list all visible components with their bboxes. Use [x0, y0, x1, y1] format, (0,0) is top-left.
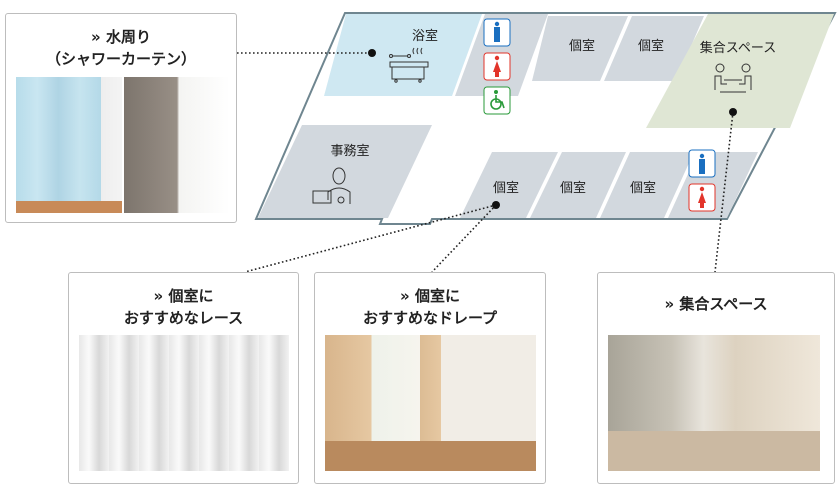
male-restroom-icon: [483, 18, 511, 47]
accessible-restroom-icon: [483, 86, 511, 115]
card-title: » 個室に: [400, 287, 460, 305]
bathtub-icon: [389, 47, 429, 83]
lounge-label: 集合スペース: [700, 40, 776, 56]
bath-area: [324, 14, 482, 96]
female-restroom-icon: [688, 183, 716, 212]
room-label: 個室: [630, 180, 656, 196]
private-room-area: [532, 16, 628, 81]
bath-label: 浴室: [412, 28, 438, 44]
lounge-photo: [608, 335, 820, 471]
room-label: 個室: [638, 38, 664, 54]
lace-card[interactable]: » 個室に おすすめなレース: [68, 272, 299, 484]
card-subtitle: おすすめなレース: [123, 309, 244, 327]
card-subtitle: おすすめなドレープ: [362, 309, 498, 327]
meeting-icon: [714, 63, 752, 93]
lounge-card[interactable]: » 集合スペース: [597, 272, 835, 484]
private-room-area: [600, 152, 694, 218]
lace-curtain-photo: [79, 335, 289, 471]
room-marker: [492, 201, 500, 209]
drape-card[interactable]: » 個室に おすすめなドレープ: [314, 272, 546, 484]
private-room-area: [604, 16, 704, 81]
office-worker-icon: [312, 167, 351, 204]
callout-lines: [237, 52, 734, 273]
office-area: [258, 125, 432, 218]
male-restroom-icon: [688, 149, 716, 178]
private-room-area: [530, 152, 626, 218]
card-title: » 水周り: [91, 28, 151, 46]
shower-curtain-photo: [16, 77, 122, 213]
water-curtain-card[interactable]: » 水周り （シャワーカーテン）: [5, 13, 237, 223]
bath-marker: [368, 49, 376, 57]
room-label: 個室: [560, 180, 586, 196]
card-title: » 集合スペース: [664, 295, 768, 313]
room-label: 個室: [569, 38, 595, 54]
card-subtitle: （シャワーカーテン）: [45, 50, 196, 68]
lounge-area: [646, 14, 834, 128]
office-label: 事務室: [330, 143, 369, 159]
private-room-area: [460, 152, 558, 218]
female-restroom-icon: [483, 52, 511, 81]
room-label: 個室: [493, 180, 519, 196]
shower-room-photo: [124, 77, 230, 213]
drape-curtain-photo: [325, 335, 536, 471]
lounge-marker: [729, 108, 737, 116]
card-title: » 個室に: [153, 287, 214, 305]
